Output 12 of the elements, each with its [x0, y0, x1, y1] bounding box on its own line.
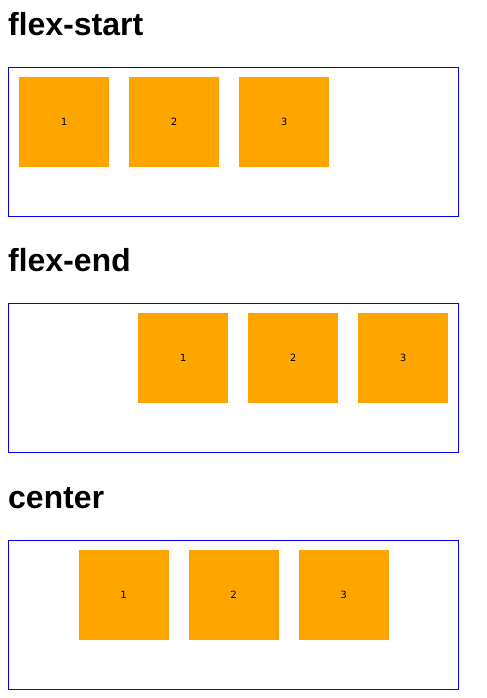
section-heading: flex-end: [8, 242, 131, 279]
flex-item: 3: [239, 77, 329, 167]
flex-item: 2: [129, 77, 219, 167]
flex-item: 1: [19, 77, 109, 167]
section-heading: flex-start: [8, 6, 144, 43]
section-heading: center: [8, 479, 104, 516]
flex-item: 1: [138, 313, 228, 403]
flex-item: 3: [298, 550, 388, 640]
flex-item: 2: [188, 550, 278, 640]
flex-item: 3: [358, 313, 448, 403]
flex-item: 1: [78, 550, 168, 640]
flex-item: 2: [248, 313, 338, 403]
